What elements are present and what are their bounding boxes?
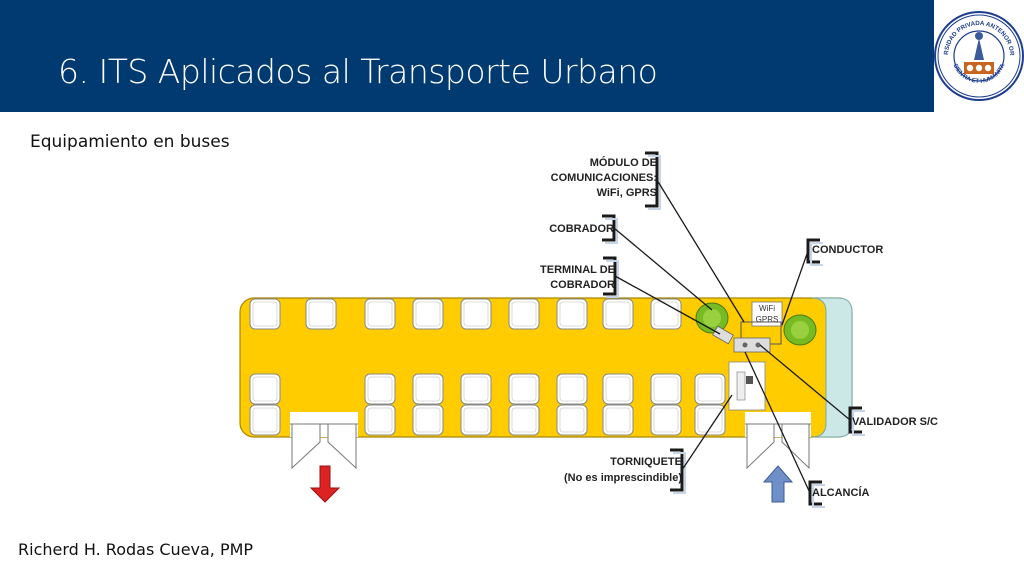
label-validador: VALIDADOR S/C — [852, 416, 938, 428]
arrow-down-icon — [309, 465, 341, 503]
front-door — [745, 412, 811, 470]
author-name: Richerd H. Rodas Cueva, PMP — [18, 540, 254, 559]
leader-lines — [613, 179, 851, 494]
label-alcancia: ALCANCÍA — [812, 486, 869, 499]
device-gprs: GPRS — [756, 315, 779, 324]
label-torniquete-line1: TORNIQUETE — [610, 456, 682, 468]
terminal-cobrador-device — [712, 325, 734, 345]
windshield — [811, 297, 853, 438]
label-cobrador: COBRADOR — [549, 223, 614, 235]
device-wifi: WiFi — [759, 304, 775, 313]
rear-door — [290, 412, 358, 470]
cobrador-seat — [695, 302, 729, 334]
label-terminal-line1: TERMINAL DE — [540, 264, 615, 276]
validator-unit — [733, 337, 771, 353]
turnstile-device — [728, 361, 766, 411]
page-title: 6. ITS Aplicados al Transporte Urbano — [58, 52, 658, 91]
arrow-up-icon — [762, 465, 794, 503]
section-subtitle: Equipamiento en buses — [30, 132, 230, 152]
label-modulo-line3: WiFi, GPRS — [597, 187, 657, 199]
label-conductor: CONDUCTOR — [812, 244, 883, 256]
label-modulo-line1: MÓDULO DE — [590, 156, 657, 169]
seats-top-row — [249, 298, 682, 330]
conductor-seat — [783, 314, 817, 346]
label-terminal-line2: COBRADOR — [550, 279, 615, 291]
label-torniquete-line2: (No es imprescindible) — [564, 472, 682, 484]
label-modulo-line2: COMUNICACIONES: — [551, 172, 657, 184]
header-bar: 6. ITS Aplicados al Transporte Urbano UN… — [0, 0, 1024, 112]
university-logo: UNIVERSIDAD PRIVADA ANTENOR ORREGO SCIEN… — [932, 0, 1024, 112]
comms-module: WiFi GPRS — [740, 301, 783, 345]
